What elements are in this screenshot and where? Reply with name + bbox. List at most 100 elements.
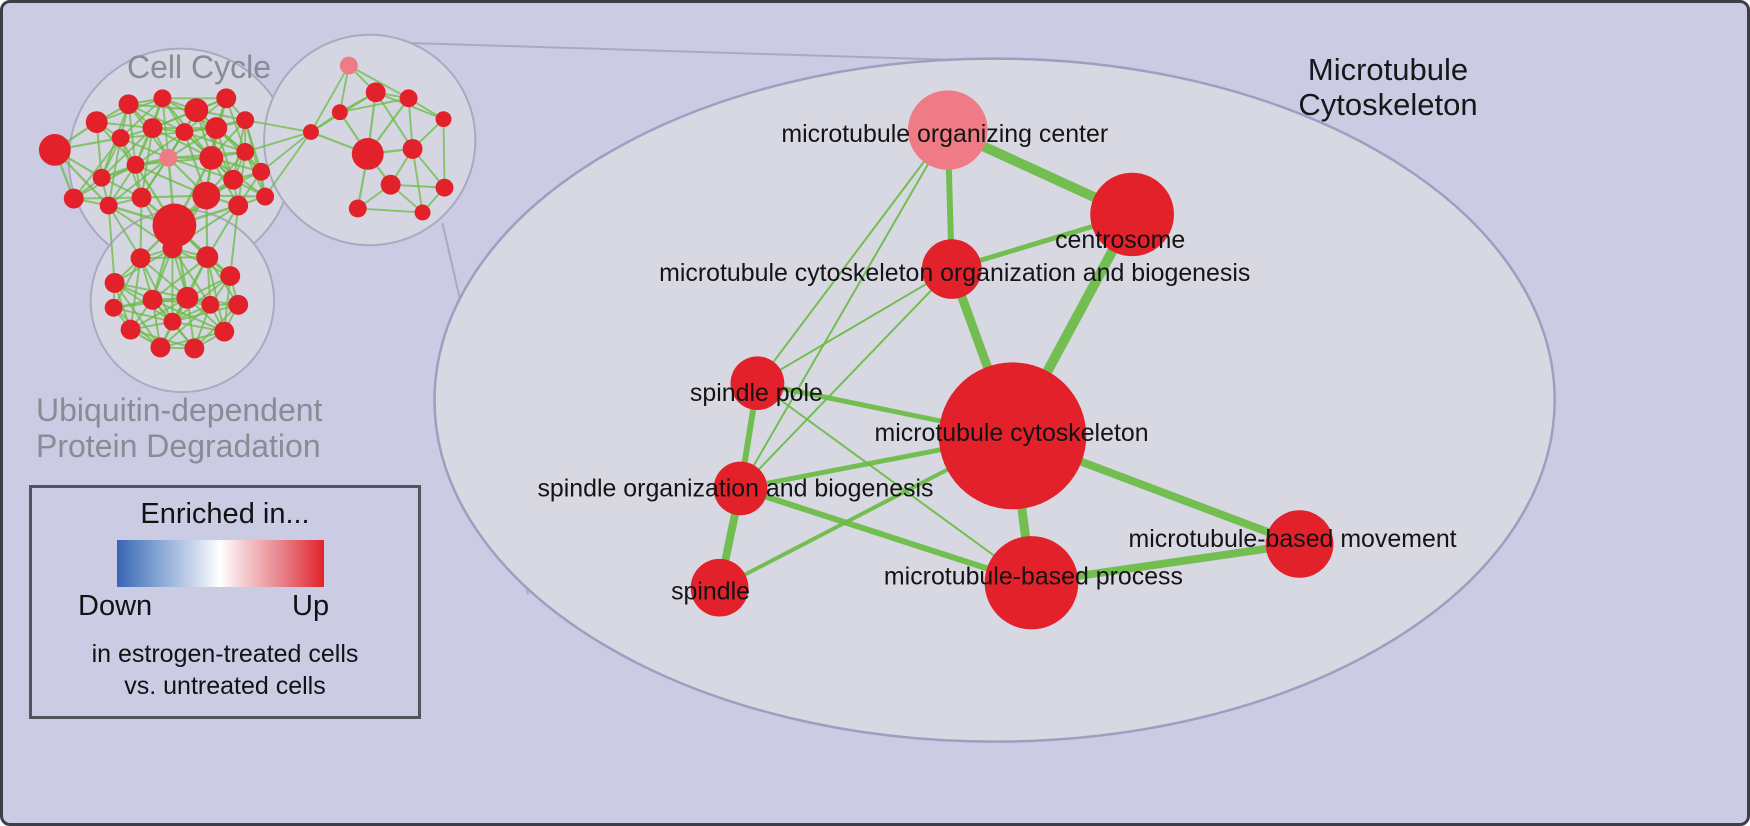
node-label-moc: microtubule organizing center <box>781 120 1108 148</box>
edge-moc-spindle_pole <box>756 129 949 384</box>
node-moc <box>907 90 988 170</box>
mini-node <box>99 196 118 215</box>
mini-node <box>104 273 125 293</box>
mini-node <box>435 178 454 197</box>
mini-node <box>162 238 183 259</box>
legend-title: Enriched in... <box>140 498 310 530</box>
mini-node <box>205 117 228 140</box>
mini-node <box>120 319 141 340</box>
mini-edge <box>107 205 116 284</box>
mini-node <box>339 56 358 75</box>
mini-node <box>199 145 224 170</box>
mini-edge <box>206 256 226 332</box>
mini-edge <box>357 207 423 214</box>
mini-node <box>365 82 386 103</box>
node-spindle_pole <box>730 356 785 411</box>
mini-node <box>184 98 209 123</box>
mini-node <box>85 111 108 134</box>
mini-node <box>380 174 401 195</box>
mini-node <box>131 187 152 208</box>
mini-node <box>223 169 244 190</box>
mini-edge <box>119 97 164 139</box>
node-label-mt_movement: microtubule-based movement <box>1129 525 1457 553</box>
edge-spindle_pole-mt_process <box>756 382 1033 584</box>
node-label-centrosome: centrosome <box>1055 226 1185 254</box>
legend-up-label: Up <box>292 590 330 622</box>
node-mt_cyto <box>938 362 1087 510</box>
mini-node <box>214 321 235 342</box>
node-spindle <box>690 558 749 617</box>
mini-node <box>216 88 237 109</box>
legend-box: Enriched in... Down Up in estrogen-treat… <box>29 485 421 719</box>
mini-edge <box>72 137 122 200</box>
mini-node <box>256 187 275 206</box>
legend-caption-line2: vs. untreated cells <box>124 672 326 700</box>
network-diagram: microtubule organizing center centrosome m… <box>38 33 1556 743</box>
mini-node <box>220 266 241 286</box>
mini-node <box>104 298 123 317</box>
mini-edge <box>135 131 185 166</box>
mini-node <box>414 204 431 221</box>
mini-node <box>118 94 139 115</box>
legend-caption-line1: in estrogen-treated cells <box>91 640 359 668</box>
mini-node <box>348 199 367 218</box>
node-centrosome <box>1090 172 1174 257</box>
mini-edge <box>139 197 143 259</box>
mini-node <box>331 104 348 121</box>
mini-node <box>196 246 219 269</box>
mini-node <box>228 294 249 315</box>
mini-node <box>63 188 84 209</box>
mini-edge <box>113 306 173 323</box>
microtubule-cluster-title-line1: Microtubule <box>1307 52 1469 87</box>
mini-edge <box>229 205 240 277</box>
mini-node <box>38 134 71 166</box>
mini-node <box>351 138 384 170</box>
mini-node <box>159 148 178 167</box>
node-label-spindle_pole: spindle pole <box>690 379 823 407</box>
mini-edge <box>107 205 142 259</box>
mini-edge <box>244 131 312 153</box>
ubiquitin-cluster-label-line2: Protein Degradation <box>36 428 321 464</box>
mini-edge <box>159 304 211 349</box>
edge-spindle_org-mt_process <box>739 485 1033 586</box>
mini-node <box>228 195 249 216</box>
node-label-mt_cyto: microtubule cytoskeleton <box>874 419 1148 447</box>
mini-node <box>153 89 172 108</box>
microtubule-cluster-title: Microtubule Cytoskeleton <box>1298 52 1477 122</box>
mini-node <box>150 337 171 358</box>
edge-mt_org-spindle_org <box>739 268 953 490</box>
mini-node <box>142 289 163 310</box>
edge-mt_org-spindle_pole <box>756 268 953 385</box>
mini-edge <box>260 131 312 173</box>
mini-node <box>399 89 418 108</box>
node-label-spindle: spindle <box>671 578 750 606</box>
mini-node <box>126 155 145 174</box>
mini-edge <box>129 257 142 330</box>
mini-edge <box>348 64 410 100</box>
mini-node <box>130 248 151 269</box>
node-label-mt_process: microtubule-based process <box>884 563 1183 591</box>
mini-node <box>402 139 423 159</box>
mini-node <box>435 111 452 128</box>
mini-edge <box>152 298 225 333</box>
mini-edge <box>107 137 122 206</box>
edge-moc-spindle_org <box>739 129 949 489</box>
node-mt_org <box>921 239 982 299</box>
mini-edge <box>171 247 212 306</box>
node-mt_process <box>984 536 1079 630</box>
mini-node <box>152 203 197 248</box>
mini-node <box>236 111 255 130</box>
mini-node <box>201 295 220 314</box>
mini-edge <box>264 131 312 198</box>
mini-node <box>252 162 271 181</box>
node-mt_movement <box>1265 510 1334 578</box>
mini-edge <box>411 148 424 213</box>
mini-node <box>302 124 319 140</box>
microtubule-cluster-title-line2: Cytoskeleton <box>1298 87 1478 122</box>
node-label-spindle_org: spindle organization and biogenesis <box>537 474 933 502</box>
mini-node <box>175 123 194 141</box>
mini-node <box>192 181 221 210</box>
mini-edge <box>245 119 312 133</box>
mini-node <box>163 312 182 331</box>
mini-node <box>236 142 255 161</box>
